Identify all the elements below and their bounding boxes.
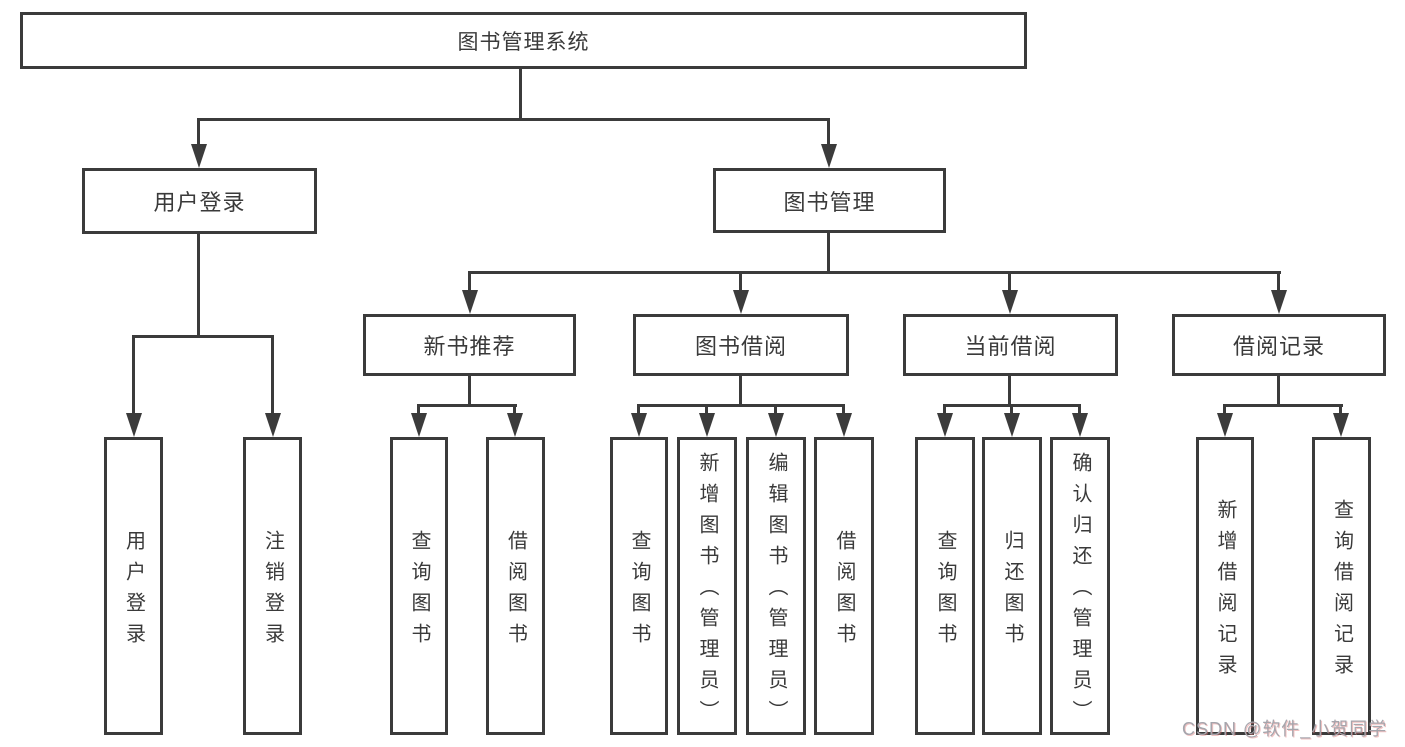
arrow-down-icon <box>265 413 281 437</box>
leaf-cur-confirm-return: 确认归还（管理员） <box>1050 437 1110 735</box>
arrow-down-icon <box>462 290 478 314</box>
node-book-borrow: 图书借阅 <box>633 314 849 376</box>
arrow-down-icon <box>411 413 427 437</box>
connector-drop-bookmgmt <box>827 118 830 147</box>
leaf-bor-borrow-book-label: 借阅图书 <box>833 529 855 654</box>
connector-currentborrow-stub <box>1008 376 1011 407</box>
connector-borrowrecord-bus <box>1223 404 1343 407</box>
leaf-bor-query-book: 查询图书 <box>610 437 668 735</box>
arrow-down-icon <box>1004 413 1020 437</box>
leaf-user-login-label: 用户登录 <box>122 529 145 654</box>
connector-drop-curreturn <box>1010 404 1013 415</box>
arrow-down-icon <box>699 413 715 437</box>
node-login-group: 用户登录 <box>82 168 317 234</box>
connector-borrowrecord-stub <box>1277 376 1280 407</box>
node-root-label: 图书管理系统 <box>457 30 590 54</box>
leaf-user-login: 用户登录 <box>104 437 163 735</box>
leaf-hist-query-record: 查询借阅记录 <box>1312 437 1371 735</box>
connector-drop-boredit <box>774 404 777 415</box>
arrow-down-icon <box>126 413 142 437</box>
leaf-cur-query-book-label: 查询图书 <box>934 529 956 654</box>
arrow-down-icon <box>1271 290 1287 314</box>
leaf-hist-add-record-label: 新增借阅记录 <box>1214 498 1236 685</box>
node-borrow-record: 借阅记录 <box>1172 314 1386 376</box>
connector-newbookrec-stub <box>468 376 471 407</box>
connector-level3-bus <box>468 271 1281 274</box>
connector-drop-curconfirm <box>1078 404 1081 415</box>
arrow-down-icon <box>937 413 953 437</box>
arrow-down-icon <box>507 413 523 437</box>
arrow-down-icon <box>1217 413 1233 437</box>
arrow-down-icon <box>1072 413 1088 437</box>
csdn-watermark: CSDN @软件_小贺同学 <box>1182 719 1388 739</box>
connector-login-stub <box>197 234 200 338</box>
leaf-bor-add-book: 新增图书（管理员） <box>677 437 737 735</box>
connector-drop-userlogin <box>132 335 135 415</box>
leaf-bor-edit-book: 编辑图书（管理员） <box>746 437 806 735</box>
connector-drop-borrowrecord <box>1277 271 1280 292</box>
connector-level2-bus <box>197 118 830 121</box>
node-root: 图书管理系统 <box>20 12 1027 69</box>
connector-drop-recborrow <box>513 404 516 415</box>
leaf-logout: 注销登录 <box>243 437 302 735</box>
connector-drop-borquery <box>637 404 640 415</box>
leaf-rec-borrow-book: 借阅图书 <box>486 437 545 735</box>
connector-root-stub <box>519 69 522 120</box>
leaf-rec-query-book: 查询图书 <box>390 437 448 735</box>
node-login-group-label: 用户登录 <box>153 190 246 215</box>
arrow-down-icon <box>768 413 784 437</box>
leaf-bor-edit-book-label: 编辑图书（管理员） <box>765 452 787 731</box>
node-current-borrow: 当前借阅 <box>903 314 1118 376</box>
connector-bookborrow-stub <box>739 376 742 407</box>
leaf-hist-add-record: 新增借阅记录 <box>1196 437 1254 735</box>
connector-login-bus <box>132 335 274 338</box>
connector-newbookrec-bus <box>417 404 517 407</box>
leaf-hist-query-record-label: 查询借阅记录 <box>1330 498 1353 685</box>
node-new-book-rec-label: 新书推荐 <box>423 334 516 359</box>
leaf-bor-add-book-label: 新增图书（管理员） <box>696 452 718 731</box>
node-book-borrow-label: 图书借阅 <box>694 334 787 359</box>
arrow-down-icon <box>821 144 837 168</box>
connector-drop-currentborrow <box>1008 271 1011 292</box>
connector-drop-login <box>197 118 200 147</box>
connector-drop-borborrow <box>842 404 845 415</box>
leaf-cur-return-book-label: 归还图书 <box>1001 529 1023 654</box>
connector-drop-logout <box>271 335 274 415</box>
connector-drop-bookborrow <box>739 271 742 292</box>
node-current-borrow-label: 当前借阅 <box>964 334 1057 359</box>
connector-bookborrow-bus <box>637 404 845 407</box>
node-new-book-rec: 新书推荐 <box>363 314 576 376</box>
arrow-down-icon <box>631 413 647 437</box>
leaf-bor-borrow-book: 借阅图书 <box>814 437 874 735</box>
connector-drop-newbookrec <box>468 271 471 292</box>
arrow-down-icon <box>733 290 749 314</box>
connector-drop-histquery <box>1339 404 1342 415</box>
node-borrow-record-label: 借阅记录 <box>1232 334 1325 359</box>
arrow-down-icon <box>1333 413 1349 437</box>
node-book-mgmt-label: 图书管理 <box>783 189 876 215</box>
leaf-rec-query-book-label: 查询图书 <box>408 529 430 654</box>
leaf-cur-query-book: 查询图书 <box>915 437 975 735</box>
connector-drop-recquery <box>417 404 420 415</box>
leaf-bor-query-book-label: 查询图书 <box>628 529 650 654</box>
connector-drop-curquery <box>943 404 946 415</box>
leaf-rec-borrow-book-label: 借阅图书 <box>504 529 527 654</box>
arrow-down-icon <box>1002 290 1018 314</box>
connector-drop-boradd <box>705 404 708 415</box>
connector-bookmgmt-stub <box>827 233 830 273</box>
arrow-down-icon <box>836 413 852 437</box>
arrow-down-icon <box>191 144 207 168</box>
leaf-cur-confirm-return-label: 确认归还（管理员） <box>1069 452 1091 731</box>
node-book-mgmt: 图书管理 <box>713 168 946 233</box>
leaf-cur-return-book: 归还图书 <box>982 437 1042 735</box>
leaf-logout-label: 注销登录 <box>261 529 284 654</box>
connector-drop-histadd <box>1223 404 1226 415</box>
